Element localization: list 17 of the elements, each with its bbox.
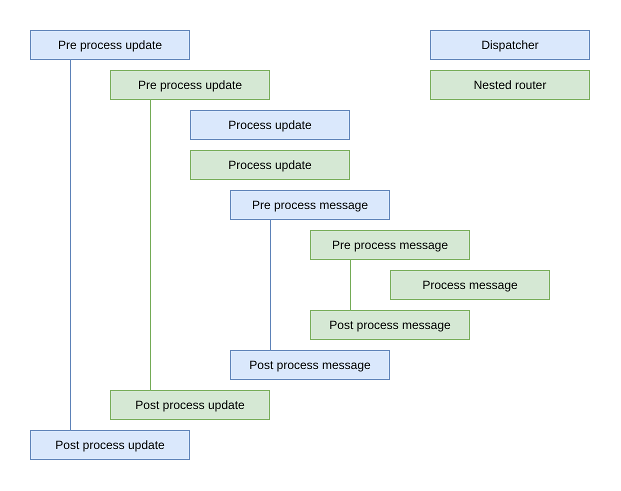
process-box: Pre process message [230,190,390,220]
connector-line [70,60,71,430]
process-box: Post process message [230,350,390,380]
connector-line [350,260,351,310]
process-box: Pre process update [110,70,270,100]
process-box: Pre process message [310,230,470,260]
process-box: Post process update [30,430,190,460]
legend-item: Dispatcher [430,30,590,60]
process-box: Process message [390,270,550,300]
connector-line [270,220,271,350]
process-box: Post process message [310,310,470,340]
legend-item: Nested router [430,70,590,100]
process-box: Process update [190,150,350,180]
process-box: Process update [190,110,350,140]
connector-line [150,100,151,390]
process-box: Post process update [110,390,270,420]
process-box: Pre process update [30,30,190,60]
